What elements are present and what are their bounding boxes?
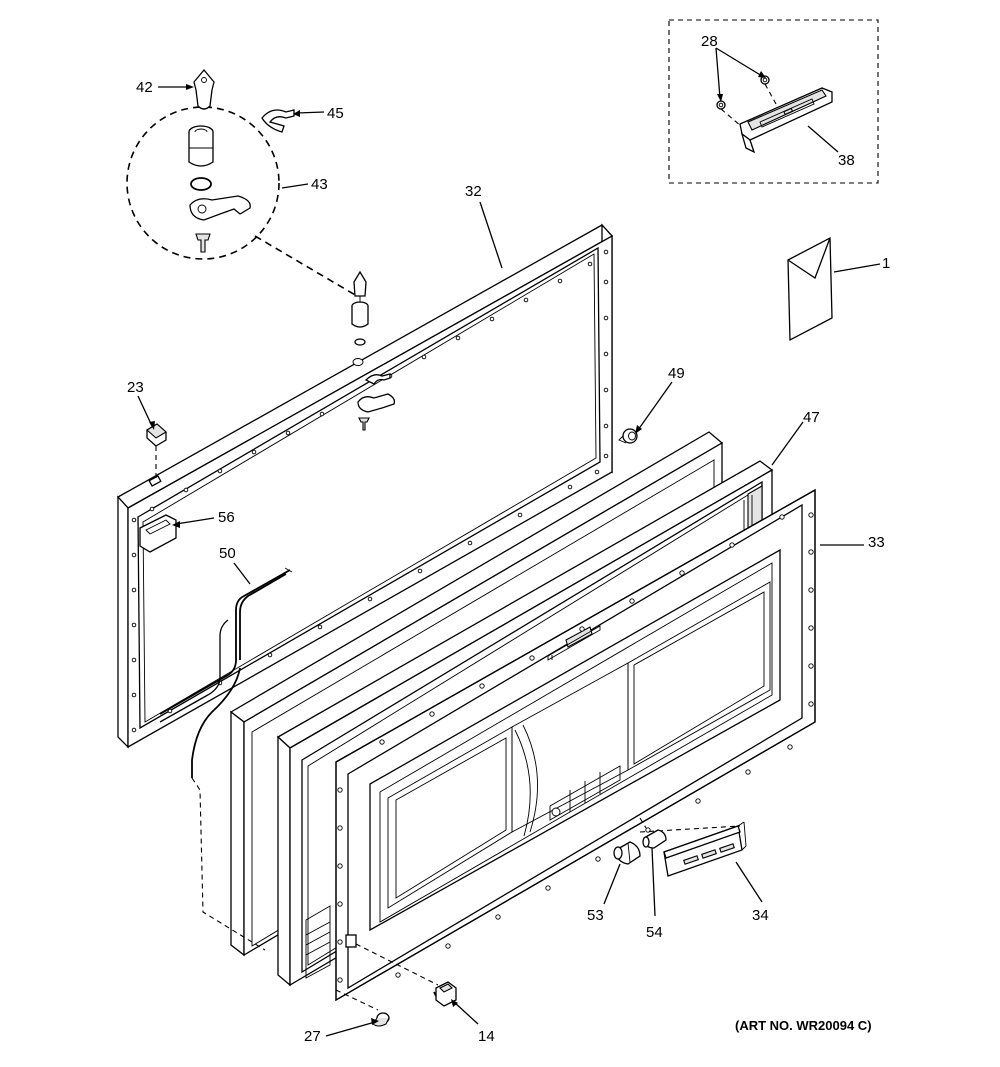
installed-lock-parts — [351, 270, 396, 431]
door-outer-panel — [116, 223, 614, 749]
alignment-dash-switch — [355, 943, 439, 986]
liner-screw-holes — [337, 512, 814, 983]
panel-grommet — [618, 428, 638, 444]
alignment-dash-left — [191, 777, 266, 951]
door-handle — [739, 87, 833, 154]
lock-key — [193, 68, 215, 110]
label-43: 43 — [311, 176, 328, 193]
liner-switch-seat — [345, 934, 357, 948]
o-ring — [190, 177, 212, 191]
handle-screw-1 — [716, 100, 726, 110]
door-switch — [433, 981, 457, 1007]
light-shield — [663, 821, 747, 877]
handle-inset-box — [668, 19, 879, 184]
lock-hole — [352, 358, 364, 366]
label-32: 32 — [465, 183, 482, 200]
label-47: 47 — [803, 409, 820, 426]
label-33: 33 — [868, 534, 885, 551]
alignment-dash-screw — [335, 989, 379, 1011]
panel-holes — [131, 249, 609, 733]
hinge-cover — [146, 423, 167, 478]
lock-clip — [261, 109, 295, 133]
light-bulb — [642, 829, 667, 849]
lock-assembly-detail — [126, 106, 280, 260]
wire-tray — [139, 514, 177, 553]
alignment-dash-cover — [639, 825, 741, 833]
label-45: 45 — [327, 105, 344, 122]
label-53: 53 — [587, 907, 604, 924]
heater-wire — [159, 567, 293, 778]
label-38: 38 — [838, 152, 855, 169]
literature-envelope — [787, 236, 833, 342]
label-27: 27 — [304, 1028, 321, 1045]
panel-slot — [148, 475, 162, 487]
label-56: 56 — [218, 509, 235, 526]
alignment-dash-light — [639, 817, 647, 829]
lock-cam — [189, 195, 251, 221]
door-liner — [335, 488, 816, 1002]
label-34: 34 — [752, 907, 769, 924]
label-23: 23 — [127, 379, 144, 396]
part-labels: 42 45 43 32 23 49 47 33 1 56 50 28 38 27… — [127, 33, 890, 1045]
label-50: 50 — [219, 545, 236, 562]
detail-leader-dash — [254, 235, 358, 297]
label-1: 1 — [882, 255, 890, 272]
cam-screw — [195, 233, 211, 253]
label-42: 42 — [136, 79, 153, 96]
art-number: (ART NO. WR20094 C) — [735, 1018, 872, 1033]
label-49: 49 — [668, 365, 685, 382]
light-socket — [613, 841, 641, 865]
lock-cylinder — [188, 125, 214, 167]
label-28: 28 — [701, 33, 718, 50]
label-54: 54 — [646, 924, 663, 941]
label-14: 14 — [478, 1028, 495, 1045]
leader-lines — [137, 47, 881, 1037]
liner-screw — [372, 1012, 390, 1027]
